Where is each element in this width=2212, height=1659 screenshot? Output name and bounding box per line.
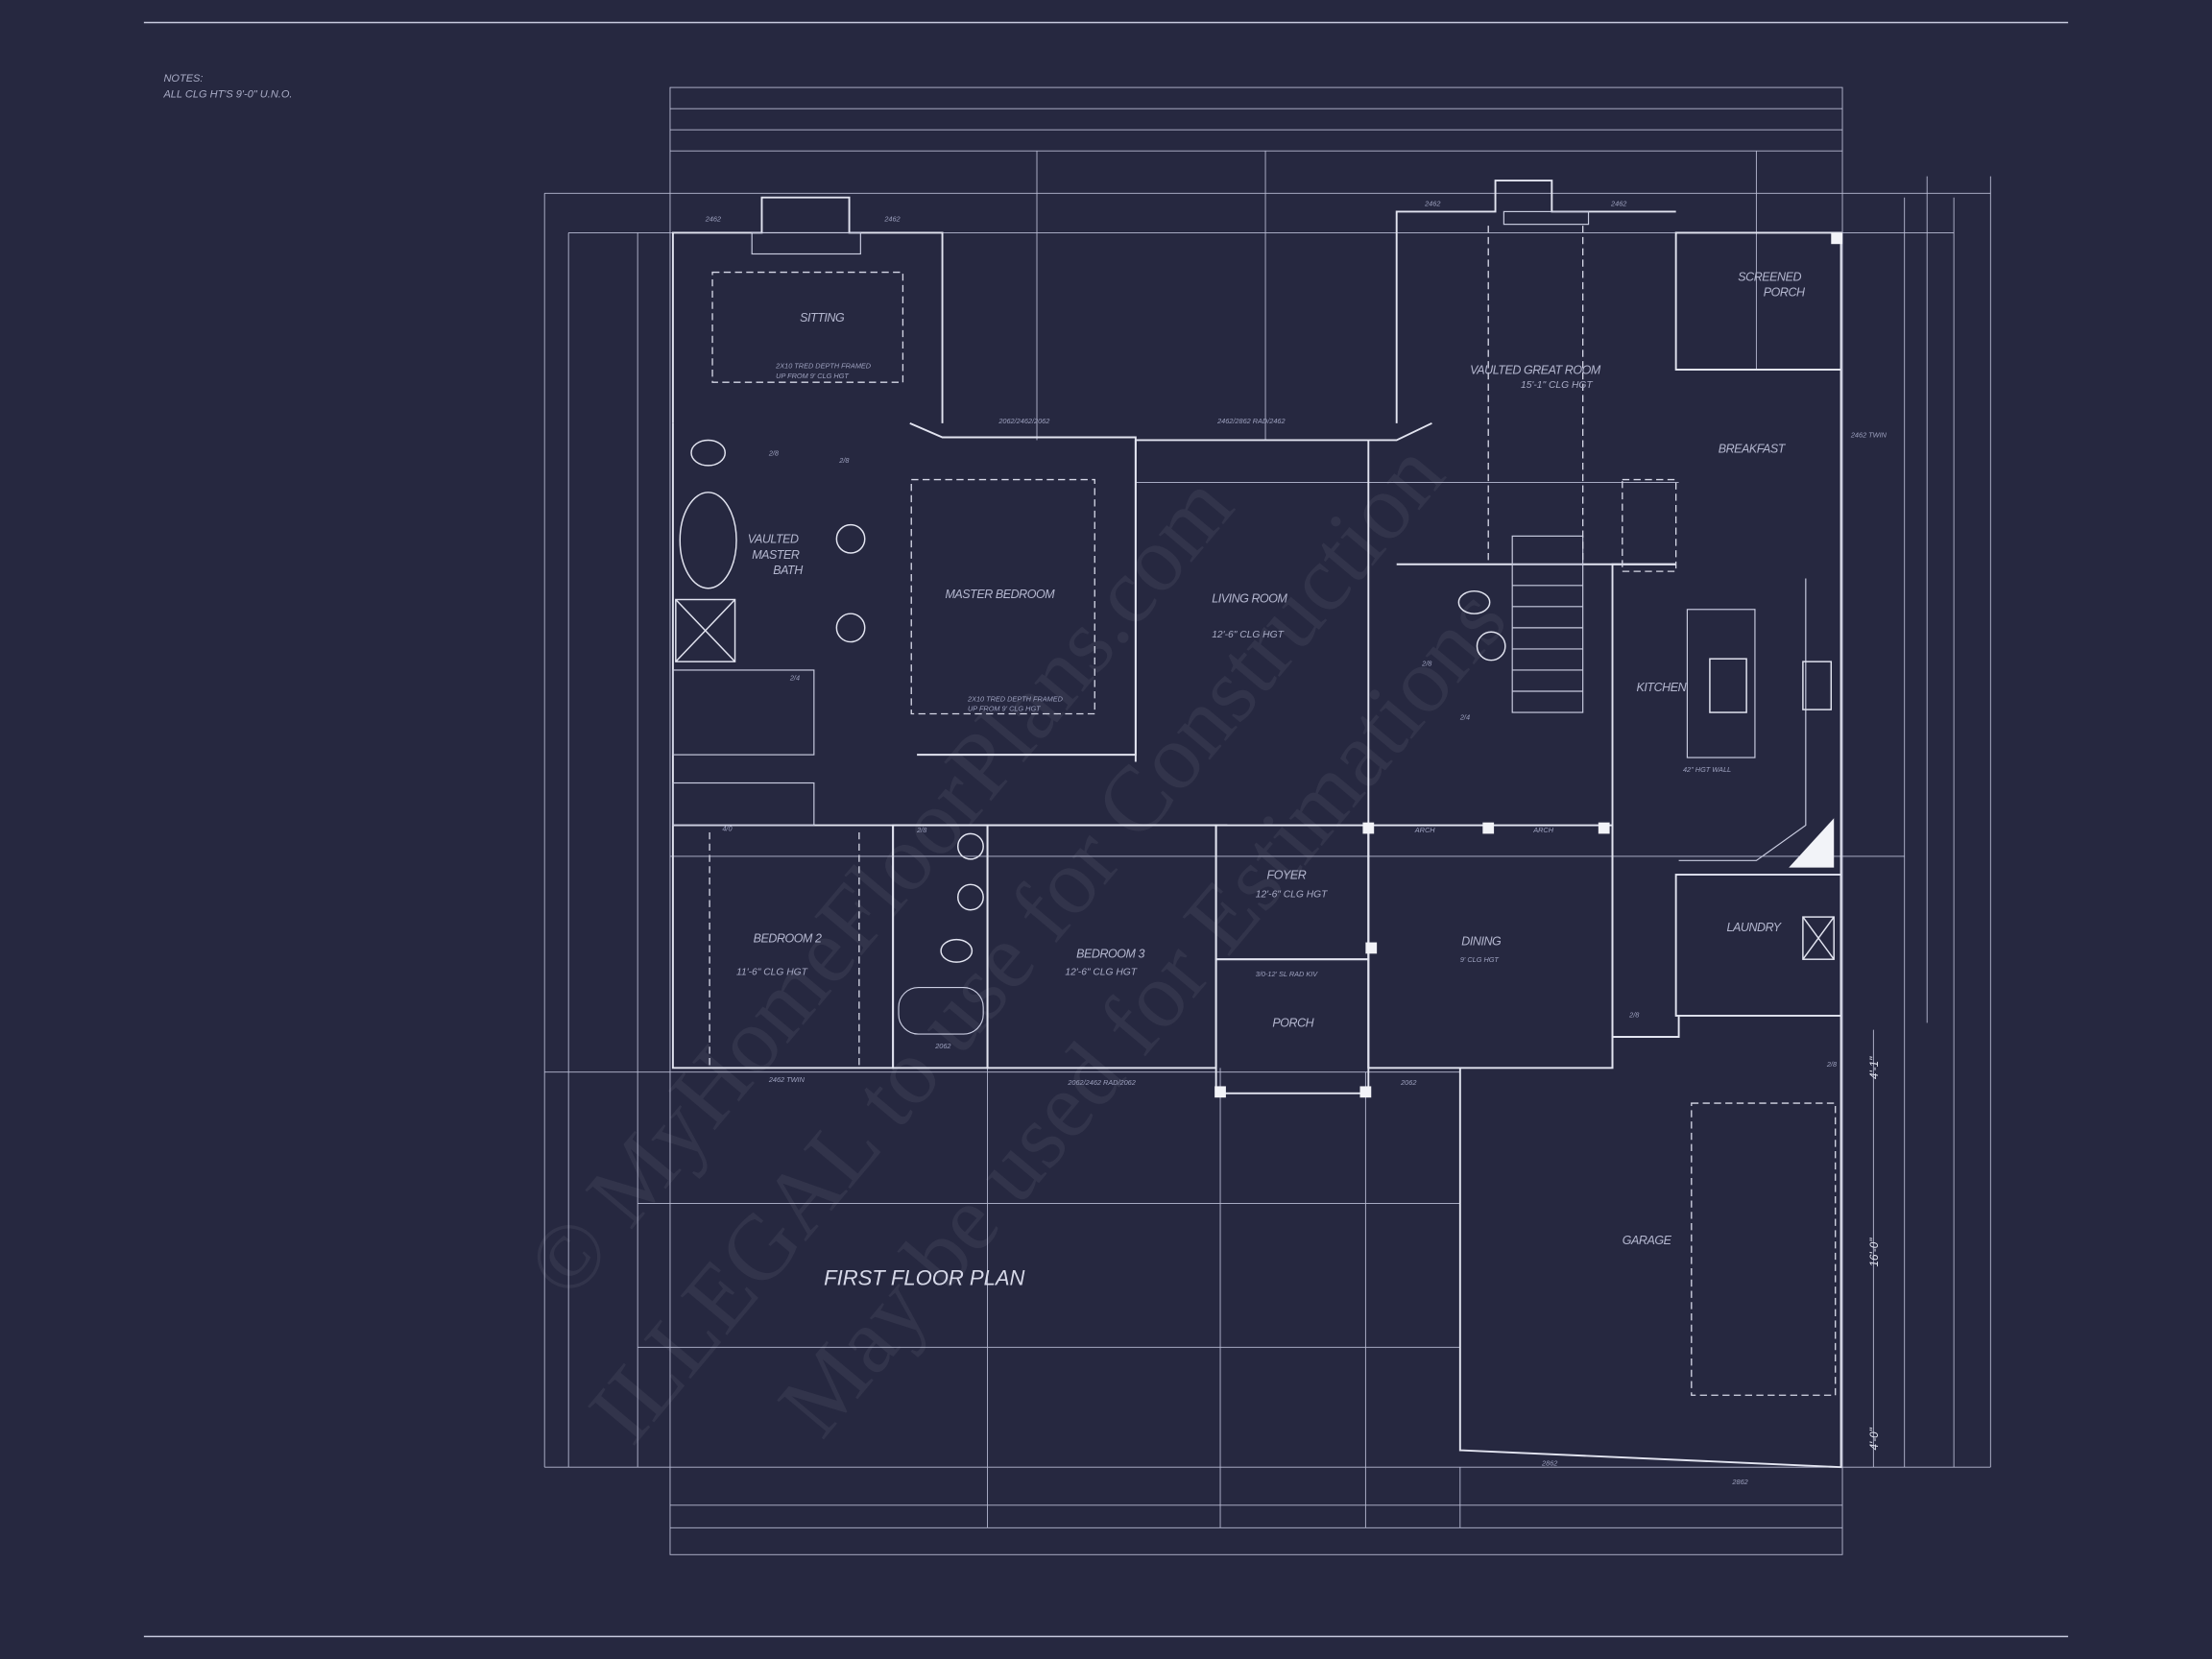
room-label-garage: GARAGE [1623, 1234, 1672, 1247]
door-label: 2/8 [916, 826, 927, 834]
window-label: 2462 TWIN [1850, 431, 1887, 440]
notes-line: ALL CLG HT'S 9'-0" U.N.O. [162, 88, 292, 100]
door-label: 2/4 [789, 673, 800, 682]
door-label: 2/8 [1826, 1060, 1838, 1069]
toilet-icon [690, 439, 727, 467]
opening-label: ARCH [1532, 826, 1553, 834]
door-label: 2/8 [838, 456, 850, 465]
dimension-label: 16'-0" [1868, 1238, 1881, 1267]
room-label-living: LIVING ROOM [1212, 591, 1287, 605]
door-label: 4/0 [722, 824, 733, 832]
door-note: 3/0-12' SL RAD KIV [1256, 970, 1319, 978]
kitchen-sink-icon [1802, 661, 1833, 710]
window-label: 2062/2462 RAD/2062 [1067, 1078, 1136, 1087]
room-label-master-bath: VAULTED [748, 533, 799, 546]
bathtub-icon [679, 492, 737, 589]
room-ceiling: 15'-1" CLG HGT [1521, 380, 1593, 391]
room-label-breakfast: BREAKFAST [1719, 443, 1787, 456]
room-label-sitting: SITTING [800, 311, 845, 325]
window-label: 2462 TWIN [768, 1075, 805, 1084]
door-label: 2/4 [1459, 712, 1470, 721]
room-label-kitchen: KITCHEN [1637, 681, 1688, 694]
door-label: 2/8 [768, 449, 780, 458]
window-label: 2062 [1400, 1078, 1416, 1087]
room-label-bedroom3: BEDROOM 3 [1076, 948, 1144, 961]
room-label-screened-porch: SCREENED [1738, 270, 1801, 283]
sink-icon [1476, 631, 1506, 661]
room-label-master-bath: BATH [773, 564, 804, 577]
laundry-appliance-icon [1802, 916, 1835, 960]
room-label-master-bedroom: MASTER BEDROOM [945, 588, 1055, 601]
toilet-icon [940, 938, 974, 963]
room-note: UP FROM 9' CLG HGT [968, 705, 1041, 713]
room-ceiling: 12'-6" CLG HGT [1256, 890, 1328, 901]
room-label-screened-porch: PORCH [1764, 286, 1806, 300]
window-label: 2462 [1610, 200, 1626, 208]
range-icon [1709, 658, 1747, 713]
window-label: 2462/2862 RAD/2462 [1216, 417, 1286, 425]
door-label: 2/8 [1628, 1010, 1640, 1019]
room-ceiling: 9' CLG HGT [1460, 955, 1500, 964]
sink-icon [956, 883, 984, 911]
room-label-foyer: FOYER [1267, 868, 1307, 881]
shower-icon [675, 598, 736, 662]
sink-icon [835, 523, 866, 554]
room-ceiling: 11'-6" CLG HGT [736, 967, 808, 977]
fixtures [675, 439, 1835, 963]
plan-title: FIRST FLOOR PLAN [824, 1266, 1024, 1290]
room-note: UP FROM 9' CLG HGT [776, 372, 849, 380]
walls [671, 180, 1842, 1469]
sink-icon [835, 613, 866, 643]
room-ceiling: 12'-6" CLG HGT [1065, 967, 1137, 977]
stairs [1512, 564, 1583, 692]
window-label: 2462 [883, 215, 900, 224]
toilet-icon [1457, 589, 1491, 614]
room-label-bedroom2: BEDROOM 2 [754, 932, 822, 946]
sink-icon [956, 832, 984, 860]
room-note: 2X10 TRED DEPTH FRAMED [967, 694, 1064, 703]
dimension-label: 4'-1" [1868, 1056, 1881, 1079]
window-label: 2862 [1731, 1478, 1747, 1486]
room-label-great-room: VAULTED GREAT ROOM [1470, 363, 1601, 376]
door-label: 2/8 [1421, 660, 1432, 668]
room-note: 2X10 TRED DEPTH FRAMED [775, 362, 872, 371]
window-label: 2062/2462/2062 [998, 417, 1049, 425]
columns [1214, 232, 1843, 1098]
room-label-dining: DINING [1461, 934, 1502, 948]
room-note: 42" HGT WALL [1683, 765, 1731, 774]
notes-heading: NOTES: [163, 73, 203, 84]
ceiling-outlines [709, 226, 1837, 1396]
room-label-master-bath: MASTER [752, 548, 800, 562]
opening-label: ARCH [1414, 826, 1435, 834]
room-ceiling: 12'-6" CLG HGT [1212, 630, 1284, 640]
window-label: 2462 [705, 215, 721, 224]
room-label-porch: PORCH [1272, 1017, 1314, 1030]
window-label: 2462 [1424, 200, 1440, 208]
dimension-label: 4'-0" [1868, 1427, 1881, 1450]
window-label: 2862 [1541, 1459, 1557, 1468]
room-label-laundry: LAUNDRY [1727, 921, 1783, 934]
window-label: 2062 [934, 1042, 950, 1050]
